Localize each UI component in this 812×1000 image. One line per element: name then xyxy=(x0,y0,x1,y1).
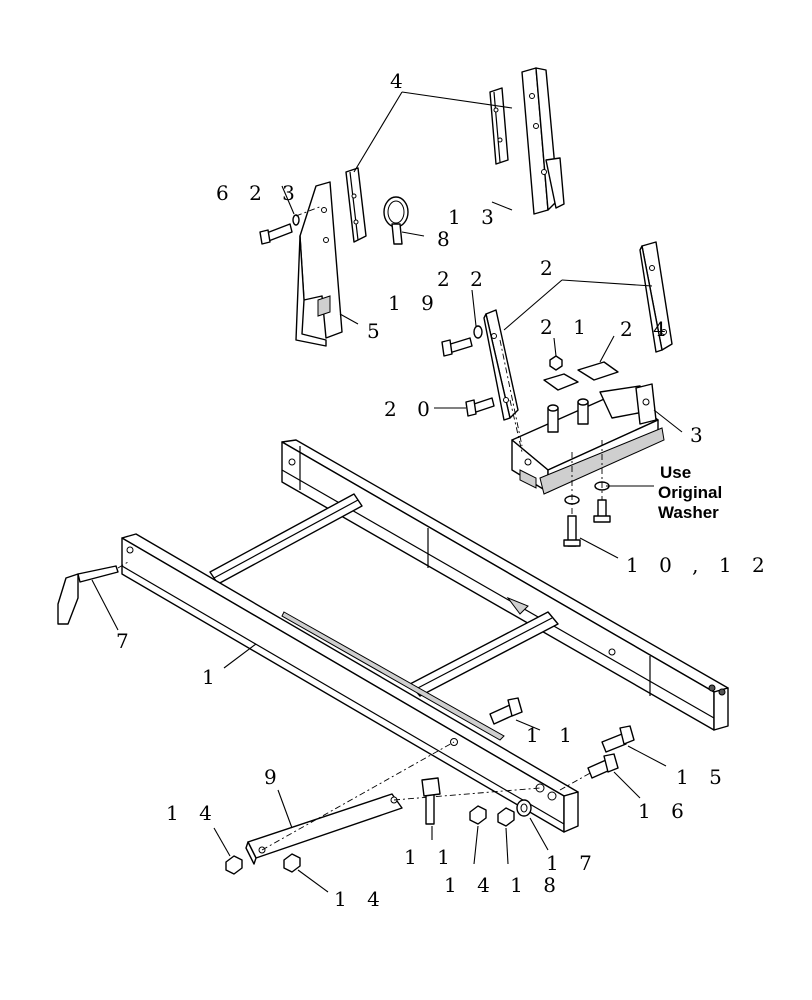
callout-21: 2 1 xyxy=(540,315,593,339)
note-line-2: Original xyxy=(658,483,722,502)
front-rail-end xyxy=(563,791,579,833)
callout-2: 2 xyxy=(540,256,560,280)
callout-20: 2 0 xyxy=(384,397,437,421)
callout-14-bottom: 1 4 xyxy=(334,887,387,911)
callouts: 4 6 2 3 8 1 3 5 2 2 2 1 9 2 1 2 4 2 0 3 … xyxy=(116,69,772,911)
leader-lines xyxy=(91,91,683,893)
callout-9: 9 xyxy=(264,765,284,789)
hitch-plate-parts xyxy=(259,67,565,347)
callout-7: 7 xyxy=(116,629,136,653)
callout-6-23: 6 2 3 xyxy=(216,181,302,205)
callout-22: 2 2 xyxy=(437,267,490,291)
bracket-parts xyxy=(441,241,673,453)
end-cap-part xyxy=(57,561,129,625)
washer-note: Use Original Washer xyxy=(658,463,722,522)
callout-8: 8 xyxy=(437,227,457,251)
callout-14-18: 1 4 1 8 xyxy=(444,873,563,897)
callout-24: 2 4 xyxy=(620,317,673,341)
callout-17: 1 7 xyxy=(546,851,599,875)
note-line-3: Washer xyxy=(658,503,719,522)
callout-1: 1 xyxy=(202,665,222,689)
callout-14-left: 1 4 xyxy=(166,801,219,825)
callout-3: 3 xyxy=(690,423,710,447)
callout-16: 1 6 xyxy=(638,799,691,823)
callout-13: 1 3 xyxy=(448,205,501,229)
brace-part xyxy=(245,741,541,865)
callout-10-12: 1 0 , 1 2 xyxy=(626,553,772,577)
main-frame xyxy=(121,439,729,833)
callout-19: 1 9 xyxy=(388,291,441,315)
callout-11-lower: 1 1 xyxy=(404,845,457,869)
callout-11-upper: 1 1 xyxy=(526,723,579,747)
callout-15: 1 5 xyxy=(676,765,729,789)
callout-5: 5 xyxy=(367,319,387,343)
note-line-1: Use xyxy=(660,463,691,482)
hardware xyxy=(225,697,635,875)
callout-4: 4 xyxy=(390,69,410,93)
hitch-block-part xyxy=(511,355,665,547)
